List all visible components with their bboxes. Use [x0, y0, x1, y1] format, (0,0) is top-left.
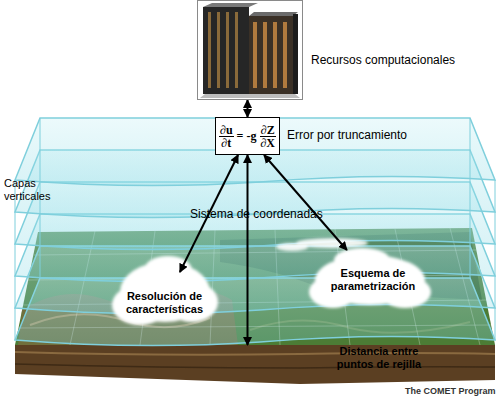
node-text: Resolución de características [117, 290, 212, 316]
terrain-front-side [15, 345, 495, 384]
cabinet-stripe [208, 12, 211, 88]
numerator: ∂u [219, 124, 234, 137]
node-text: Distancia entre puntos de rejilla [333, 345, 425, 371]
cloud-node: Esquema de parametrización [318, 250, 428, 310]
equation-box: ∂u∂t= -g∂Z∂X [215, 117, 280, 155]
equation-operator: = -g [237, 129, 257, 144]
soil-stratum [15, 352, 495, 355]
computer-cabinet [203, 7, 249, 94]
double-arrow [247, 155, 249, 345]
numerator: ∂Z [260, 124, 276, 137]
double-arrow [264, 155, 347, 250]
computer-top [203, 3, 258, 7]
credit-watermark: The COMET Program [405, 386, 496, 397]
cloud-right [309, 248, 431, 308]
denominator: ∂t [220, 137, 232, 149]
soil-stratum [15, 364, 495, 368]
node-text: Recursos computacionales [311, 53, 455, 67]
cabinet-stripe [283, 22, 287, 88]
computer-frame [197, 0, 303, 100]
cabinet-stripe [253, 22, 257, 88]
double-arrow [247, 100, 249, 117]
equation: ∂u∂t= -g∂Z∂X [217, 124, 278, 149]
grid-spacing-node: Distancia entre puntos de rejilla [240, 345, 425, 375]
computer-cabinet [249, 16, 293, 94]
cabinet-stripe [217, 12, 220, 88]
cabinet-stripe [226, 12, 229, 88]
computer-top [249, 12, 298, 16]
cloud-puff [144, 256, 192, 284]
cabinet-side [293, 14, 298, 94]
computer-shadow [200, 94, 300, 98]
cloud-puff [276, 243, 308, 251]
cabinet-stripe [273, 22, 277, 88]
error-label: Error por truncamiento [287, 128, 407, 142]
layer-edge [15, 118, 495, 340]
cabinet-stripe [235, 12, 238, 88]
vertical-layer [15, 118, 495, 186]
cloud-streak [276, 238, 368, 251]
cloud-left [112, 256, 218, 325]
layers-label: Capas verticales [4, 177, 59, 203]
cabinet-stripe [263, 22, 267, 88]
fraction: ∂Z∂X [259, 124, 276, 149]
node-text: Esquema de parametrización [318, 267, 428, 293]
coordinate-label: Sistema de coordenadas [190, 207, 323, 221]
denominator: ∂X [259, 137, 276, 149]
computer-box: Recursos computacionales [197, 0, 303, 100]
fraction: ∂u∂t [219, 124, 234, 149]
cloud-node: Resolución de características [117, 272, 212, 334]
